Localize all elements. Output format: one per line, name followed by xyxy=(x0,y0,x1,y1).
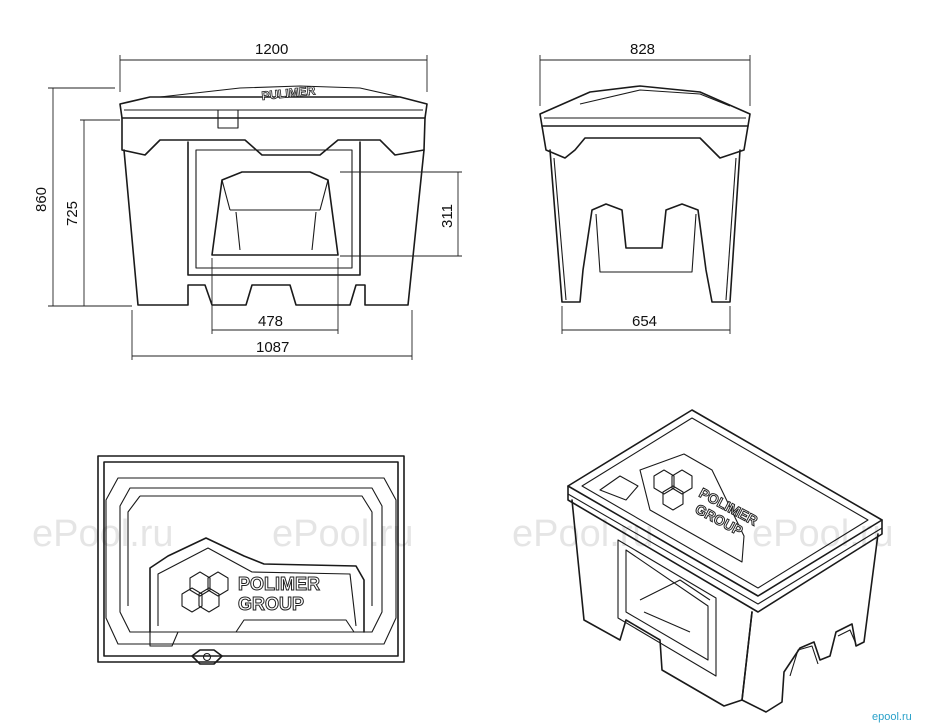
isometric-view: POLIMER GROUP xyxy=(567,409,883,713)
watermarks: ePool.ru ePool.ru ePool.ru ePool.ru epoo… xyxy=(32,513,912,723)
dim-front-opening-width: 478 xyxy=(258,313,283,330)
dim-front-height-body: 725 xyxy=(64,201,81,226)
dim-front-height-total: 860 xyxy=(33,187,50,212)
dim-front-width-top: 1200 xyxy=(255,41,288,58)
front-view: PULIMER xyxy=(119,83,428,306)
top-view: POLIMER GROUP xyxy=(97,455,405,665)
polimer-group-logo-icon xyxy=(181,571,229,613)
side-dimensions: 828 654 xyxy=(539,41,751,334)
watermark-1: ePool.ru xyxy=(32,513,174,555)
front-dimensions: 1200 1087 478 860 725 311 xyxy=(33,41,462,360)
watermark-2: ePool.ru xyxy=(272,513,414,555)
top-logo-line1: POLIMER xyxy=(238,574,320,594)
dim-side-width-bottom: 654 xyxy=(632,313,657,330)
dim-side-width-top: 828 xyxy=(630,41,655,58)
top-logo-line2: GROUP xyxy=(238,594,304,614)
watermark-3: ePool.ru xyxy=(512,513,654,555)
side-view xyxy=(539,85,751,303)
dim-front-width-bottom: 1087 xyxy=(256,339,289,356)
corner-watermark: epool.ru xyxy=(872,711,912,723)
front-lid-logo-text: PULIMER xyxy=(261,83,316,103)
dim-front-opening-height: 311 xyxy=(439,204,456,228)
iso-logo-icon xyxy=(653,469,693,511)
watermark-4: ePool.ru xyxy=(752,513,894,555)
